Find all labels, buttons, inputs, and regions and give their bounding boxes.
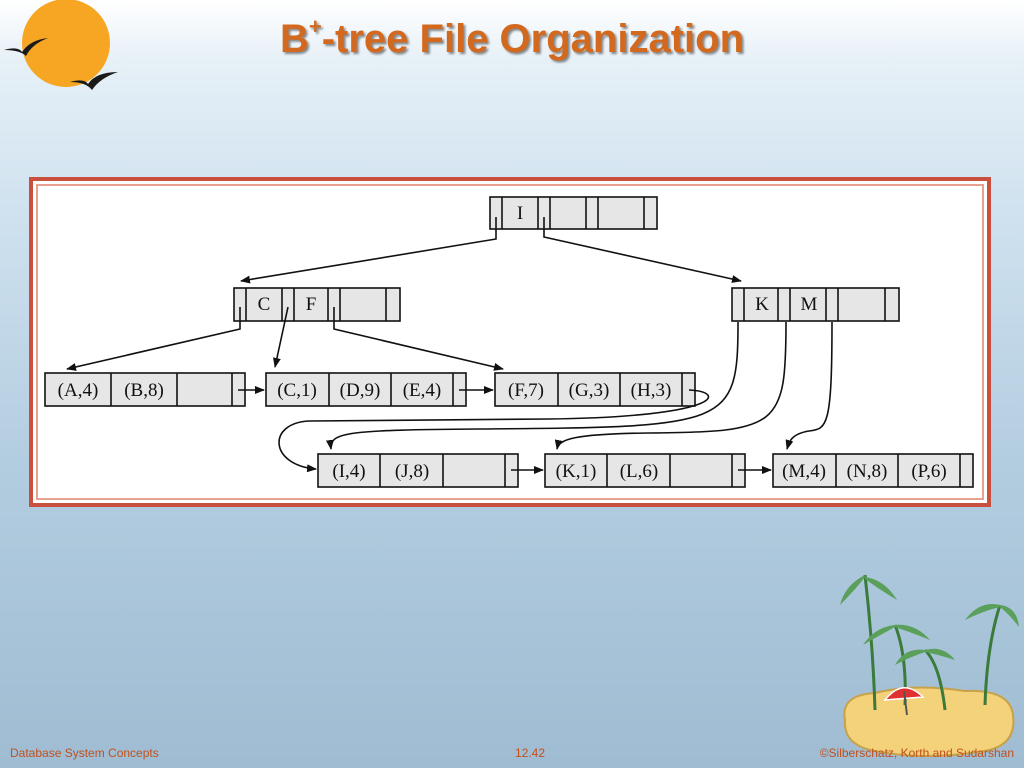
leaf-entry: (I,4) (332, 461, 365, 482)
internal-node-left (233, 287, 401, 322)
leaf-node (544, 453, 746, 488)
slide-title: B+-tree File Organization (279, 14, 745, 61)
pointer-arrow (272, 306, 289, 368)
pointer-arrow (543, 217, 742, 283)
leaf-node (772, 453, 974, 488)
internal-left-key: C (258, 294, 271, 315)
bird-icon (4, 38, 48, 56)
pointer-arrow (333, 307, 504, 371)
footer-page-number: 12.42 (514, 746, 546, 760)
beach-island-illustration (840, 574, 1019, 757)
sun-icon (22, 0, 110, 87)
leaf-node (317, 453, 519, 488)
leaf-node (265, 372, 467, 407)
leaf-entry: (H,3) (631, 380, 672, 401)
leaf-node (44, 372, 246, 407)
internal-left-key: F (306, 294, 317, 315)
leaf-entry: (C,1) (277, 380, 317, 401)
leaf-entry: (B,8) (124, 380, 164, 401)
leaf-entry: (F,7) (508, 380, 544, 401)
leaf-entry: (N,8) (847, 461, 888, 482)
bplus-tree-diagram: I C F K M (44, 196, 974, 488)
sun-logo (4, 0, 118, 90)
leaf-entry: (D,9) (340, 380, 381, 401)
leaf-entry: (M,4) (782, 461, 826, 482)
footer-copyright: ©Silberschatz, Korth and Sudarshan (819, 746, 1014, 760)
leaf-entry: (G,3) (569, 380, 610, 401)
leaf-entry: (K,1) (556, 461, 597, 482)
pointer-arrow (785, 321, 833, 450)
root-node (489, 196, 658, 230)
leaf-entry: (A,4) (58, 380, 99, 401)
tree-pointers (66, 217, 833, 474)
internal-right-key: K (755, 294, 769, 315)
bird-icon (70, 72, 118, 90)
leaf-entry: (L,6) (620, 461, 659, 482)
sibling-pointer (278, 389, 710, 473)
footer-left: Database System Concepts (10, 746, 159, 760)
root-key: I (517, 203, 523, 224)
leaf-entry: (P,6) (911, 461, 946, 482)
leaf-node (494, 372, 696, 407)
pointer-arrow (240, 217, 497, 284)
leaf-entry: (J,8) (395, 461, 429, 482)
internal-node-right (731, 287, 900, 322)
internal-right-key: M (801, 294, 818, 315)
diagram-frame (29, 177, 991, 507)
pointer-arrow (66, 307, 241, 371)
leaf-entry: (E,4) (403, 380, 442, 401)
pointer-arrow (554, 321, 787, 450)
pointer-arrow (325, 321, 739, 450)
